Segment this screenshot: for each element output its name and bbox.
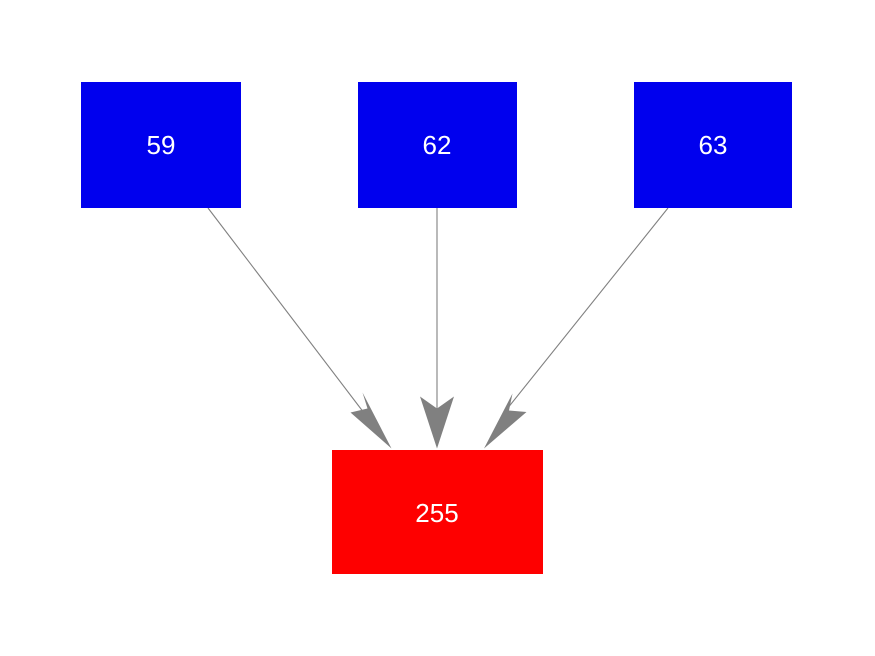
node-59[interactable]: 59	[81, 82, 241, 208]
edge-63-255[interactable]	[484, 207, 669, 449]
node-63-shape	[634, 82, 792, 208]
node-255-label: 255	[415, 498, 458, 528]
edge-59-255-arrowhead-icon	[350, 392, 392, 449]
node-255-shape	[332, 450, 543, 574]
node-63-label: 63	[699, 130, 728, 160]
node-62[interactable]: 62	[358, 82, 517, 208]
node-63[interactable]: 63	[634, 82, 792, 208]
edge-62-255[interactable]	[420, 208, 454, 449]
node-59-label: 59	[147, 130, 176, 160]
edge-63-255-line	[502, 207, 669, 415]
edge-62-255-arrowhead-icon	[420, 396, 454, 449]
edge-59-255-line	[207, 207, 378, 431]
node-62-label: 62	[423, 130, 452, 160]
node-62-shape	[358, 82, 517, 208]
edge-59-255[interactable]	[207, 207, 392, 449]
edge-63-255-arrowhead-icon	[484, 393, 527, 449]
node-255[interactable]: 255	[332, 450, 543, 574]
node-59-shape	[81, 82, 241, 208]
